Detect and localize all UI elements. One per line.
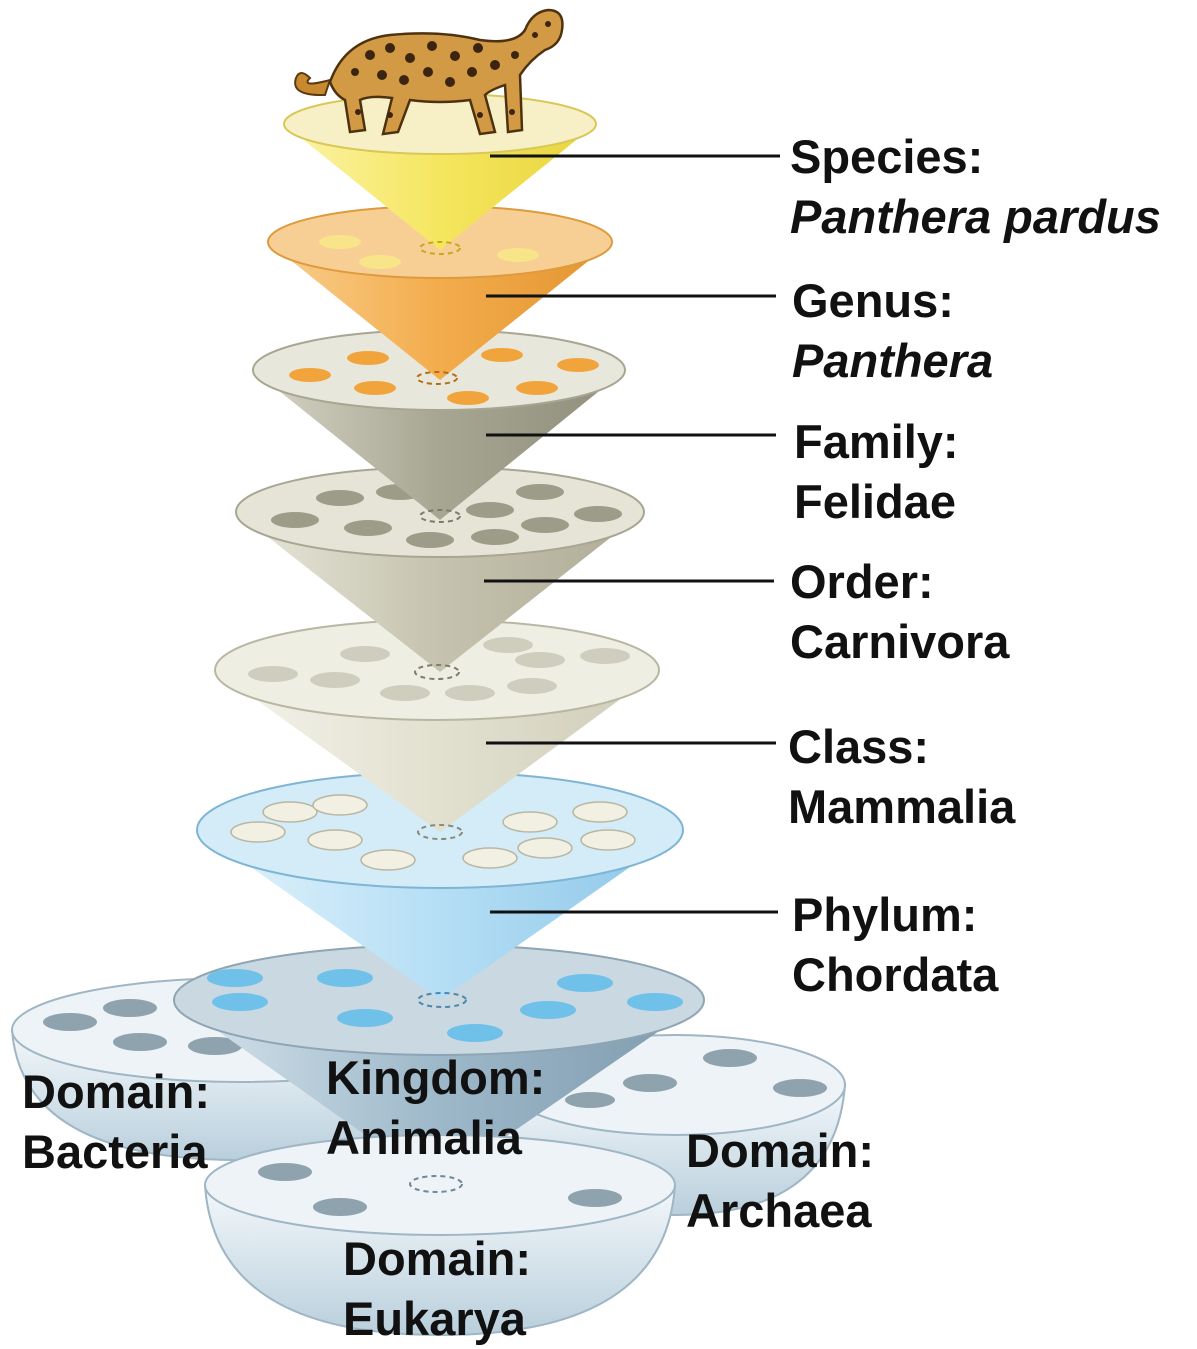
- genus-heading: Genus:: [792, 271, 993, 331]
- genus-label: Genus: Panthera: [792, 271, 993, 391]
- species-heading: Species:: [790, 127, 1161, 187]
- domain-eukarya-label: Domain: Eukarya: [343, 1229, 531, 1349]
- order-heading: Order:: [790, 552, 1009, 612]
- archaea-heading: Domain:: [686, 1121, 874, 1181]
- eukarya-name: Eukarya: [343, 1289, 531, 1349]
- order-name: Carnivora: [790, 612, 1009, 672]
- kingdom-heading: Kingdom:: [326, 1048, 545, 1108]
- eukarya-heading: Domain:: [343, 1229, 531, 1289]
- phylum-heading: Phylum:: [792, 885, 998, 945]
- class-name: Mammalia: [788, 777, 1015, 837]
- genus-name: Panthera: [792, 331, 993, 391]
- family-label: Family: Felidae: [794, 412, 959, 532]
- domain-bacteria-label: Domain: Bacteria: [22, 1062, 210, 1182]
- archaea-name: Archaea: [686, 1181, 874, 1241]
- phylum-label: Phylum: Chordata: [792, 885, 998, 1005]
- domain-archaea-label: Domain: Archaea: [686, 1121, 874, 1241]
- species-name: Panthera pardus: [790, 187, 1161, 247]
- order-label: Order: Carnivora: [790, 552, 1009, 672]
- class-heading: Class:: [788, 717, 1015, 777]
- kingdom-label: Kingdom: Animalia: [326, 1048, 545, 1168]
- family-name: Felidae: [794, 472, 959, 532]
- class-label: Class: Mammalia: [788, 717, 1015, 837]
- family-heading: Family:: [794, 412, 959, 472]
- bacteria-heading: Domain:: [22, 1062, 210, 1122]
- kingdom-name: Animalia: [326, 1108, 545, 1168]
- species-label: Species: Panthera pardus: [790, 127, 1161, 247]
- phylum-name: Chordata: [792, 945, 998, 1005]
- bacteria-name: Bacteria: [22, 1122, 210, 1182]
